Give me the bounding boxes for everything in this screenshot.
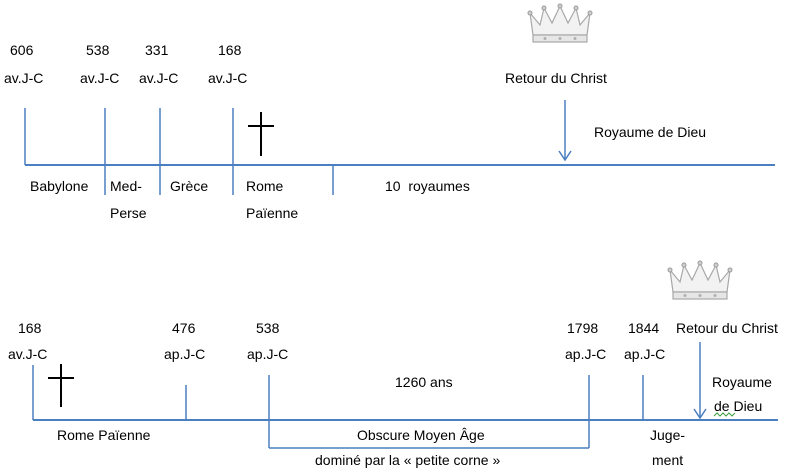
date-era-538: ap.J-C <box>247 346 289 362</box>
crown-icon <box>527 3 593 43</box>
period-dark-ages: Obscure Moyen Âge <box>357 427 485 443</box>
date-era-1798: ap.J-C <box>565 346 607 362</box>
date-year-1798: 1798 <box>567 320 599 336</box>
period-babylone: Babylone <box>30 178 89 194</box>
date-era-538: av.J-C <box>80 70 120 86</box>
cross-icon <box>48 364 74 407</box>
crown-icon <box>667 260 733 300</box>
date-era-168: av.J-C <box>8 346 48 362</box>
return-of-christ-label: Retour du Christ <box>676 320 778 336</box>
period-medperse-line1: Med- <box>110 178 142 194</box>
years-1260-label: 1260 ans <box>395 374 453 390</box>
date-era-476: ap.J-C <box>164 346 206 362</box>
date-year-538: 538 <box>256 320 280 336</box>
date-year-168: 168 <box>218 42 242 58</box>
period-medperse-line2: Perse <box>110 205 147 221</box>
period-pagan-rome: Rome Païenne <box>57 427 151 443</box>
kingdom-of-god-line2: de Dieu <box>714 398 763 414</box>
period-rome-line2: Païenne <box>246 205 299 221</box>
little-horn-caption: dominé par la « petite corne » <box>315 452 501 468</box>
return-of-christ-label: Retour du Christ <box>505 70 607 86</box>
spellcheck-squiggle <box>713 412 736 417</box>
date-era-1844: ap.J-C <box>624 346 666 362</box>
kingdom-of-god-label: Royaume de Dieu <box>594 124 707 140</box>
cross-icon <box>248 112 274 156</box>
period-ten-kingdoms: 10 royaumes <box>385 178 470 194</box>
date-year-606: 606 <box>10 42 34 58</box>
kingdom-of-god-line1: Royaume <box>712 374 772 390</box>
top-return-arrowhead <box>558 150 572 162</box>
date-era-331: av.J-C <box>139 70 179 86</box>
period-grece: Grèce <box>170 178 209 194</box>
date-year-538: 538 <box>86 42 110 58</box>
date-year-168: 168 <box>18 320 42 336</box>
date-era-606: av.J-C <box>4 70 44 86</box>
judgment-line1: Juge- <box>650 427 686 443</box>
date-era-168: av.J-C <box>208 70 248 86</box>
date-year-476: 476 <box>172 320 196 336</box>
period-rome-line1: Rome <box>246 178 284 194</box>
date-year-331: 331 <box>145 42 169 58</box>
judgment-line2: ment <box>652 452 684 468</box>
date-year-1844: 1844 <box>628 320 660 336</box>
bottom-return-arrowhead <box>693 408 707 420</box>
